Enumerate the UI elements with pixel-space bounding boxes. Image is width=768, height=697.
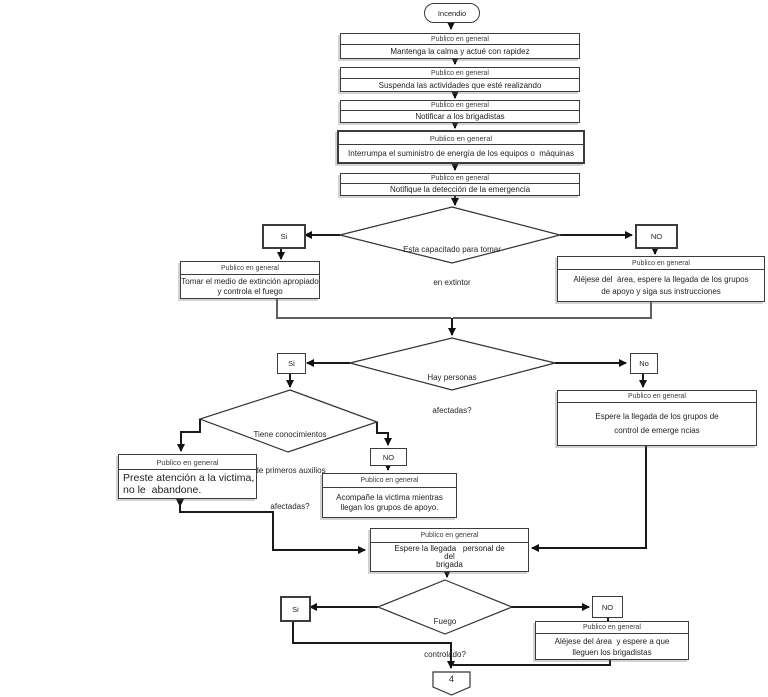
decision2-no-box: No — [630, 353, 658, 374]
leave-area-box: Publico en general Aléjese del área y es… — [535, 621, 689, 660]
decision4-line1: Fuego — [433, 617, 457, 626]
decision3-no-box: NO — [370, 448, 407, 466]
take-extinguisher-line2: y controla el fuego — [217, 286, 283, 296]
leave-area-title: Publico en general — [536, 622, 688, 634]
accompany-victim-line2: llegan los grupos de apoyo. — [340, 502, 439, 512]
take-extinguisher-box: Publico en general Tomar el medio de ext… — [180, 261, 320, 299]
step-box-notificar: Publico en general Notificar a los briga… — [340, 100, 580, 123]
step-box-interrumpa: Publico en general Interrumpa el suminis… — [337, 130, 585, 164]
decision2-yes-box: Si — [277, 353, 306, 374]
move-away-line1: Aléjese del área, espere la llegada de l… — [573, 274, 749, 284]
move-away-line2: de apoyo y siga sus instrucciones — [601, 286, 721, 296]
line-leavebox-join — [453, 658, 611, 666]
step-box-notificar-body: Notificar a los brigadistas — [415, 112, 505, 121]
step-box-interrumpa-title: Publico en general — [339, 132, 583, 145]
decision4-line2: controlado? — [424, 650, 466, 659]
wait-control-groups-line1: Espere la llegada de los grupos de — [595, 412, 719, 421]
take-extinguisher-body: Tomar el medio de extinción apropiado y … — [181, 275, 319, 298]
line-victim-brigade — [179, 505, 366, 554]
decision1-line1: Esta capacitado para tomar — [403, 245, 501, 254]
decision4-no-box: NO — [592, 596, 623, 618]
decision2-shape — [349, 337, 556, 391]
step-box-notifique: Publico en general Notifique la detecció… — [340, 173, 580, 196]
step-box-calma: Publico en general Mantenga la calma y a… — [340, 33, 580, 59]
attend-victim-line2: no le abandone. — [123, 484, 202, 496]
decision2-text: Hay personas afectadas? — [382, 350, 522, 438]
step-box-suspenda: Publico en general Suspenda las activida… — [340, 67, 580, 92]
step-box-interrumpa-body: Interrumpa el suministro de energía de l… — [348, 149, 574, 158]
accompany-victim-title: Publico en general — [323, 474, 456, 488]
move-away-box: Publico en general Aléjese del área, esp… — [557, 256, 765, 302]
leave-area-line2: lleguen los brigadistas — [572, 647, 652, 657]
step-box-notifique-body: Notifique la detección de la emergencia — [389, 185, 531, 194]
accompany-victim-box: Publico en general Acompañe la victima m… — [322, 473, 457, 518]
take-extinguisher-line1: Tomar el medio de extinción apropiado — [181, 276, 319, 286]
start-terminator: Incendio — [424, 3, 480, 23]
decision1-line2: en extintor — [433, 278, 471, 287]
merge-left-line — [276, 297, 451, 319]
decision3-line2: de primeros auxilios — [254, 466, 326, 475]
step-box-notificar-title: Publico en general — [341, 101, 579, 111]
merge-right-line — [453, 300, 652, 319]
decision4-yes-box: Si — [280, 596, 311, 622]
decision2-line2: afectadas? — [432, 406, 472, 415]
decision1-text: Esta capacitado para tomar en extintor — [360, 222, 544, 310]
accompany-victim-body: Acompañe la victima mientras llegan los … — [323, 488, 456, 517]
line-yes3-offpage — [292, 618, 455, 669]
decision1-yes-box: Si — [262, 224, 306, 249]
decision2-line1: Hay personas — [427, 373, 477, 382]
step-box-notifique-title: Publico en general — [341, 174, 579, 184]
line-decision3-no3 — [376, 422, 392, 446]
wait-control-groups-box: Publico en general Espere la llegada de … — [557, 390, 757, 446]
wait-brigade-line1: Espere la llegada personal de — [394, 544, 505, 553]
decision4-text: Fuego controlado? — [395, 594, 495, 682]
decision1-no-box: NO — [635, 224, 678, 249]
attend-victim-box: Publico en general Preste atención a la … — [118, 454, 257, 499]
wait-control-groups-title: Publico en general — [558, 391, 756, 403]
move-away-body: Aléjese del área, espere la llegada de l… — [558, 270, 764, 301]
decision3-shape — [198, 389, 379, 453]
wait-control-groups-body: Espere la llegada de los grupos de contr… — [558, 403, 756, 445]
wait-control-groups-line2: control de emerge ncias — [614, 426, 700, 435]
wait-brigade-line3: brigada — [436, 560, 463, 569]
wait-brigade-body: Espere la llegada personal de del brigad… — [371, 543, 528, 571]
wait-brigade-title: Publico en general — [371, 529, 528, 543]
decision3-line1: Tiene conocimientos — [253, 430, 327, 439]
wait-brigade-line2: del — [444, 552, 455, 561]
attend-victim-body: Preste atención a la victima, no le aban… — [119, 470, 256, 498]
line-decision3-victim — [177, 419, 201, 452]
attend-victim-title: Publico en general — [119, 455, 256, 470]
step-box-suspenda-body: Suspenda las actividades que esté realiz… — [378, 80, 542, 90]
attend-victim-line1: Preste atención a la victima, — [123, 472, 255, 484]
offpage-connector-shape — [432, 671, 471, 696]
wait-brigade-box: Publico en general Espere la llegada per… — [370, 528, 529, 572]
accompany-victim-line1: Acompañe la victima mientras — [336, 492, 443, 502]
decision3-text: Tiene conocimientos de primeros auxilios… — [215, 405, 365, 537]
decision4-shape — [376, 579, 514, 635]
offpage-connector-label: 4 — [448, 674, 454, 684]
line-waitgroups-brigade — [531, 444, 647, 552]
step-box-calma-body: Mantenga la calma y actué con rapidez — [390, 47, 530, 56]
step-box-suspenda-title: Publico en general — [341, 68, 579, 79]
take-extinguisher-title: Publico en general — [181, 262, 319, 275]
decision1-shape — [339, 206, 563, 264]
step-box-calma-title: Publico en general — [341, 34, 579, 45]
decision3-line3: afectadas? — [270, 502, 310, 511]
leave-area-line1: Aléjese del área y espere a que — [554, 636, 670, 646]
leave-area-body: Aléjese del área y espere a que lleguen … — [536, 634, 688, 659]
move-away-title: Publico en general — [558, 257, 764, 270]
